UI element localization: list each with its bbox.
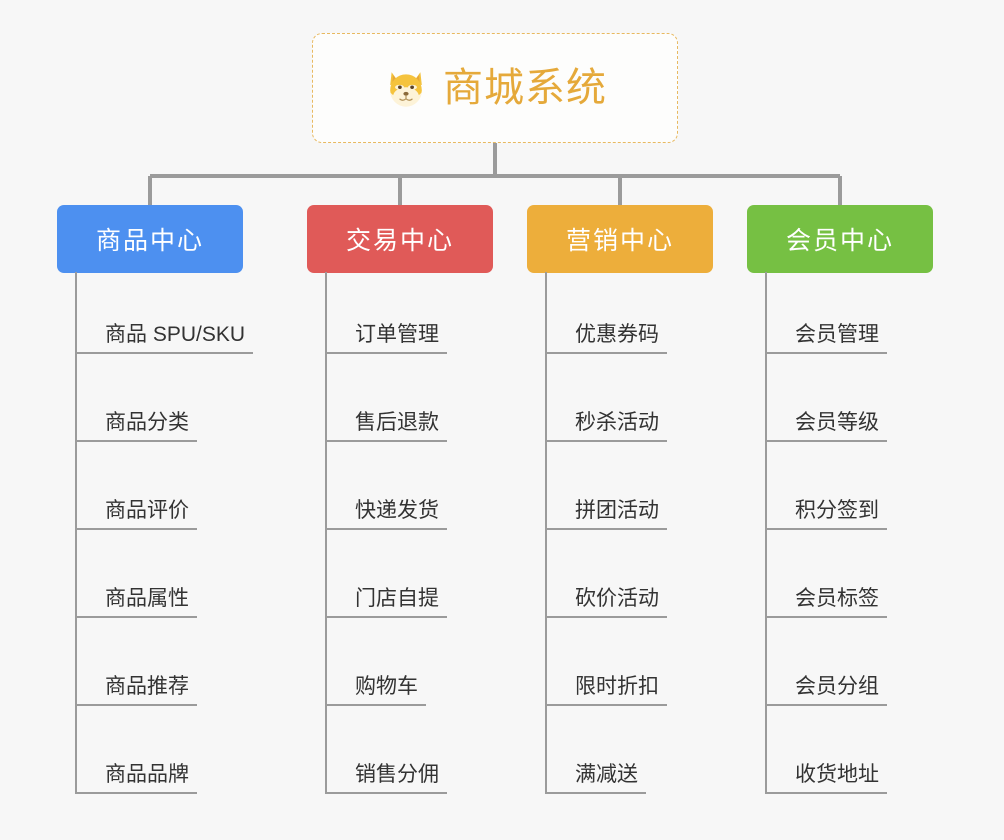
leaf-item[interactable]: 砍价活动 (545, 530, 667, 618)
leaf-item[interactable]: 商品推荐 (75, 618, 197, 706)
leaf-item-label: 砍价活动 (545, 587, 667, 618)
leaf-item-label: 拼团活动 (545, 499, 667, 530)
leaf-item-label: 秒杀活动 (545, 411, 667, 442)
root-node[interactable]: 商城系统 (312, 33, 678, 143)
leaf-item[interactable]: 会员分组 (765, 618, 887, 706)
leaf-item-label: 商品品牌 (75, 763, 197, 794)
leaf-item-label: 销售分佣 (325, 763, 447, 794)
category-label: 商品中心 (95, 227, 204, 255)
leaf-item-label: 会员等级 (765, 411, 887, 442)
leaf-trunk-line (75, 272, 77, 794)
root-title: 商城系统 (443, 66, 607, 110)
leaf-item[interactable]: 购物车 (325, 618, 426, 706)
leaf-item[interactable]: 会员管理 (765, 266, 887, 354)
leaf-item[interactable]: 快递发货 (325, 442, 447, 530)
leaf-item-label: 快递发货 (325, 499, 447, 530)
leaf-trunk-line (545, 272, 547, 794)
category-label: 营销中心 (565, 227, 674, 255)
leaf-trunk-line (765, 272, 767, 794)
leaf-item[interactable]: 商品分类 (75, 354, 197, 442)
leaf-item[interactable]: 商品品牌 (75, 706, 197, 794)
leaf-item[interactable]: 门店自提 (325, 530, 447, 618)
leaf-item-label: 商品评价 (75, 499, 197, 530)
leaf-trunk-line (325, 272, 327, 794)
leaf-item[interactable]: 订单管理 (325, 266, 447, 354)
category-label: 会员中心 (785, 227, 894, 255)
leaf-item[interactable]: 会员等级 (765, 354, 887, 442)
leaf-item-label: 门店自提 (325, 587, 447, 618)
category-node-3[interactable]: 营销中心 (527, 205, 713, 273)
leaf-item[interactable]: 商品评价 (75, 442, 197, 530)
category-node-4[interactable]: 会员中心 (747, 205, 933, 273)
leaf-item-label: 订单管理 (325, 323, 447, 354)
leaf-item-label: 购物车 (325, 675, 426, 706)
leaf-item-label: 限时折扣 (545, 675, 667, 706)
leaf-item-label: 收货地址 (765, 763, 887, 794)
category-node-2[interactable]: 交易中心 (307, 205, 493, 273)
leaf-item-label: 商品分类 (75, 411, 197, 442)
leaf-item-label: 售后退款 (325, 411, 447, 442)
category-label: 交易中心 (345, 227, 454, 255)
leaf-item-label: 会员管理 (765, 323, 887, 354)
shiba-dog-icon (390, 72, 422, 107)
leaf-item[interactable]: 满减送 (545, 706, 646, 794)
leaf-item-label: 会员标签 (765, 587, 887, 618)
leaf-item[interactable]: 限时折扣 (545, 618, 667, 706)
leaf-item-label: 积分签到 (765, 499, 887, 530)
leaf-item[interactable]: 售后退款 (325, 354, 447, 442)
leaf-item-label: 满减送 (545, 763, 646, 794)
leaf-item[interactable]: 会员标签 (765, 530, 887, 618)
leaf-item[interactable]: 商品 SPU/SKU (75, 266, 254, 354)
leaf-item[interactable]: 拼团活动 (545, 442, 667, 530)
leaf-item-label: 商品 SPU/SKU (75, 323, 254, 354)
leaf-item-label: 优惠券码 (545, 323, 667, 354)
leaf-item[interactable]: 积分签到 (765, 442, 887, 530)
leaf-item-label: 商品推荐 (75, 675, 197, 706)
leaf-item[interactable]: 秒杀活动 (545, 354, 667, 442)
leaf-item[interactable]: 商品属性 (75, 530, 197, 618)
leaf-item[interactable]: 销售分佣 (325, 706, 447, 794)
category-node-1[interactable]: 商品中心 (57, 205, 243, 273)
leaf-item-label: 商品属性 (75, 587, 197, 618)
leaf-item-label: 会员分组 (765, 675, 887, 706)
leaf-item[interactable]: 收货地址 (765, 706, 887, 794)
leaf-item[interactable]: 优惠券码 (545, 266, 667, 354)
